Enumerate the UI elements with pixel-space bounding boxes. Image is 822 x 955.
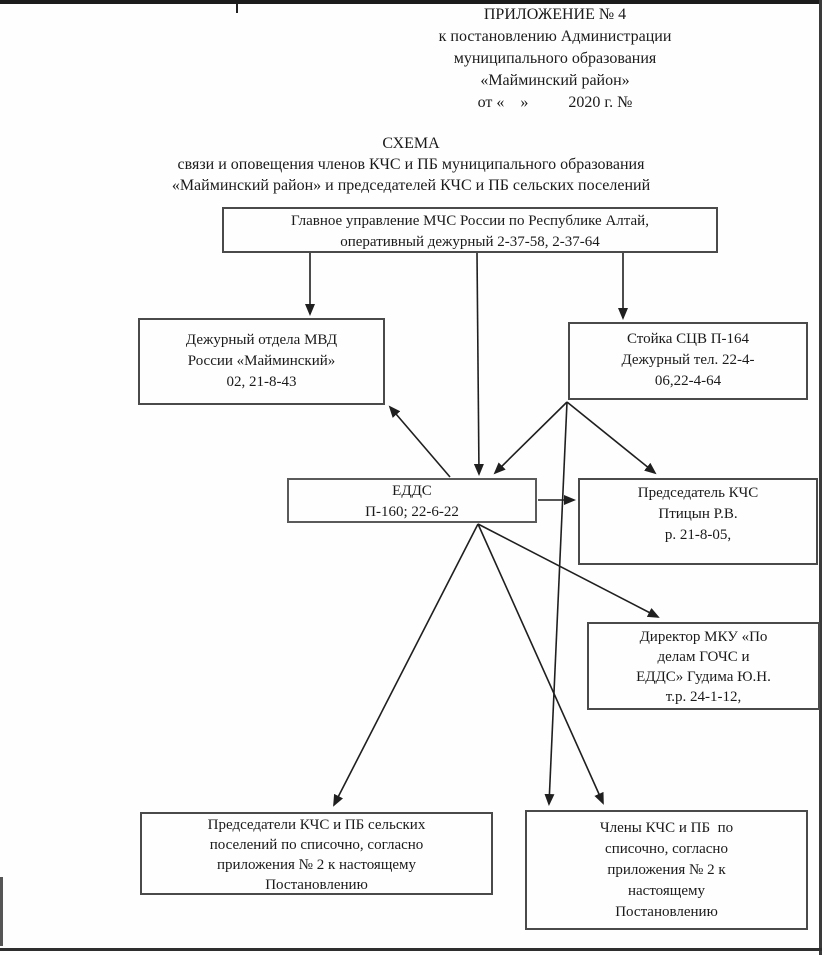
box-rural-chairmen-line: приложения № 2 к настоящему <box>216 857 417 873</box>
box-edds-phone-line: П-160; 22-6-22 <box>365 504 459 520</box>
appendix-header: ПРИЛОЖЕНИЕ № 4 к постановлению Администр… <box>415 4 695 114</box>
box-mvd-duty-officer: Дежурный отдела МВД России «Майминский» … <box>138 318 385 405</box>
box-kchs-members-line: Постановлению <box>615 904 718 920</box>
scheme-title-word: СХЕМА <box>382 135 440 152</box>
arrow-edds-to-chleny <box>477 523 604 805</box>
box-kchs-chairman: Председатель КЧС Птицын Р.В. р. 21-8-05, <box>578 478 818 565</box>
box-stoyka-line: Стойка СЦВ П-164 <box>626 331 750 347</box>
scheme-title-line: «Майминский район» и председателей КЧС и… <box>171 177 651 194</box>
box-mku-director: Директор МКУ «По делам ГОЧС и ЕДДС» Гуди… <box>587 622 820 710</box>
box-kchs-members-line: Члены КЧС и ПБ по <box>599 820 734 836</box>
appendix-number: ПРИЛОЖЕНИЕ № 4 <box>483 6 627 23</box>
header-line: к постановлению Администрации <box>438 28 672 45</box>
header-date-line: от « » 2020 г. № <box>477 94 633 111</box>
box-mchs-main-directorate: Главное управление МЧС России по Республ… <box>222 207 718 253</box>
arrow-edds-to-predsedateli <box>333 523 479 807</box>
arrow-stoyka-to-predsedatel <box>566 401 657 475</box>
scheme-title-line: связи и оповещения членов КЧС и ПБ муниц… <box>177 156 645 173</box>
box-stoyka-scv: Стойка СЦВ П-164 Дежурный тел. 22-4- 06,… <box>568 322 808 400</box>
box-mvd-phone-line: 02, 21-8-43 <box>226 374 297 390</box>
box-rural-chairmen-line: поселений по списочно, согласно <box>209 837 424 853</box>
box-mku-director-name: ЕДДС» Гудима Ю.Н. <box>636 669 771 685</box>
scan-edge-bottom <box>0 948 822 951</box>
box-mvd-line: Дежурный отдела МВД <box>185 332 338 348</box>
scan-edge-left-tick <box>0 877 3 946</box>
arrow-stoyka-to-edds <box>493 401 568 475</box>
scan-edge-top <box>0 0 822 4</box>
arrow-stoyka-to-chleny <box>544 401 568 806</box>
box-kchs-chairman-phone: р. 21-8-05, <box>664 527 732 543</box>
box-stoyka-phone-line: 06,22-4-64 <box>654 373 722 389</box>
arrow-edds-to-mvd <box>388 405 451 478</box>
scan-edge-top-tick <box>236 4 238 13</box>
header-line: муниципального образования <box>453 50 657 67</box>
box-kchs-members-line: настоящему <box>627 883 705 899</box>
box-kchs-members-line: списочно, согласно <box>605 841 728 857</box>
box-kchs-chairman-name: Птицын Р.В. <box>658 506 738 522</box>
box-mku-director-line: Директор МКУ «По <box>639 629 768 645</box>
box-mchs-line: Главное управление МЧС России по Республ… <box>291 213 649 229</box>
scheme-title: СХЕМА связи и оповещения членов КЧС и ПБ… <box>40 133 782 196</box>
box-mvd-line: России «Майминский» <box>187 353 336 369</box>
box-mchs-phone-line: оперативный дежурный 2-37-58, 2-37-64 <box>340 234 600 250</box>
header-line: «Майминский район» <box>480 72 630 89</box>
scan-edge-right <box>819 0 822 955</box>
box-kchs-members: Члены КЧС и ПБ по списочно, согласно при… <box>525 810 808 930</box>
box-kchs-members-line: приложения № 2 к <box>607 862 726 878</box>
box-mku-director-line: делам ГОЧС и <box>657 649 750 665</box>
box-stoyka-line: Дежурный тел. 22-4- <box>621 352 755 368</box>
box-edds: ЕДДС П-160; 22-6-22 <box>287 478 537 523</box>
arrow-mchs-to-edds <box>473 252 484 476</box>
box-rural-chairmen: Председатели КЧС и ПБ сельских поселений… <box>140 812 493 895</box>
box-kchs-chairman-line: Председатель КЧС <box>637 485 759 501</box>
box-rural-chairmen-line: Постановлению <box>265 877 368 893</box>
box-edds-name: ЕДДС <box>392 483 432 499</box>
box-rural-chairmen-line: Председатели КЧС и ПБ сельских <box>207 817 426 833</box>
box-mku-director-phone: т.р. 24-1-12, <box>665 689 742 705</box>
